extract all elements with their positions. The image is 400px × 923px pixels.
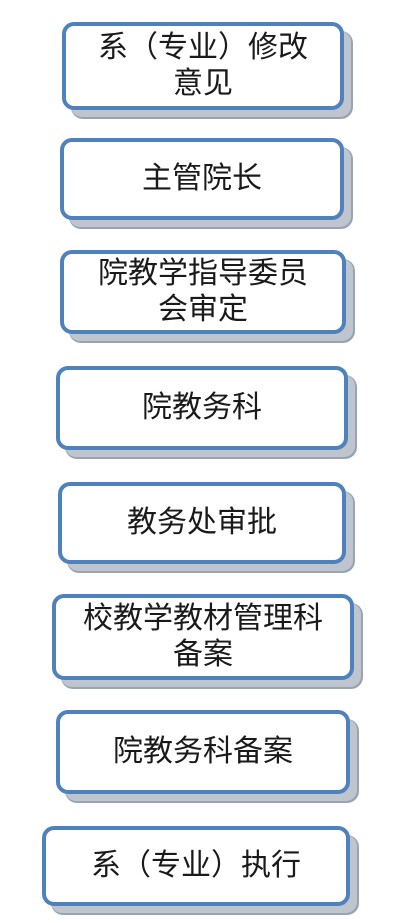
step-label: 院教务科备案 bbox=[113, 734, 293, 769]
step-teaching-committee-review: 院教学指导委员 会审定 bbox=[60, 250, 346, 334]
step-label: 院教学指导委员 会审定 bbox=[98, 256, 308, 327]
step-college-academic-office: 院教务科 bbox=[56, 366, 348, 450]
step-department-revision: 系（专业）修改 意见 bbox=[62, 22, 344, 110]
step-department-execution: 系（专业）执行 bbox=[42, 826, 350, 906]
step-college-office-filing: 院教务科备案 bbox=[56, 710, 350, 794]
step-dean-in-charge: 主管院长 bbox=[60, 138, 344, 220]
step-label: 教务处审批 bbox=[127, 505, 277, 540]
step-label: 系（专业）执行 bbox=[91, 848, 301, 883]
step-label: 系（专业）修改 意见 bbox=[98, 30, 308, 101]
step-academic-affairs-approval: 教务处审批 bbox=[58, 482, 346, 564]
step-label: 院教务科 bbox=[142, 390, 262, 425]
step-label: 校教学教材管理科 备案 bbox=[83, 601, 323, 672]
step-textbook-management-filing: 校教学教材管理科 备案 bbox=[52, 594, 354, 680]
step-label: 主管院长 bbox=[142, 161, 262, 196]
